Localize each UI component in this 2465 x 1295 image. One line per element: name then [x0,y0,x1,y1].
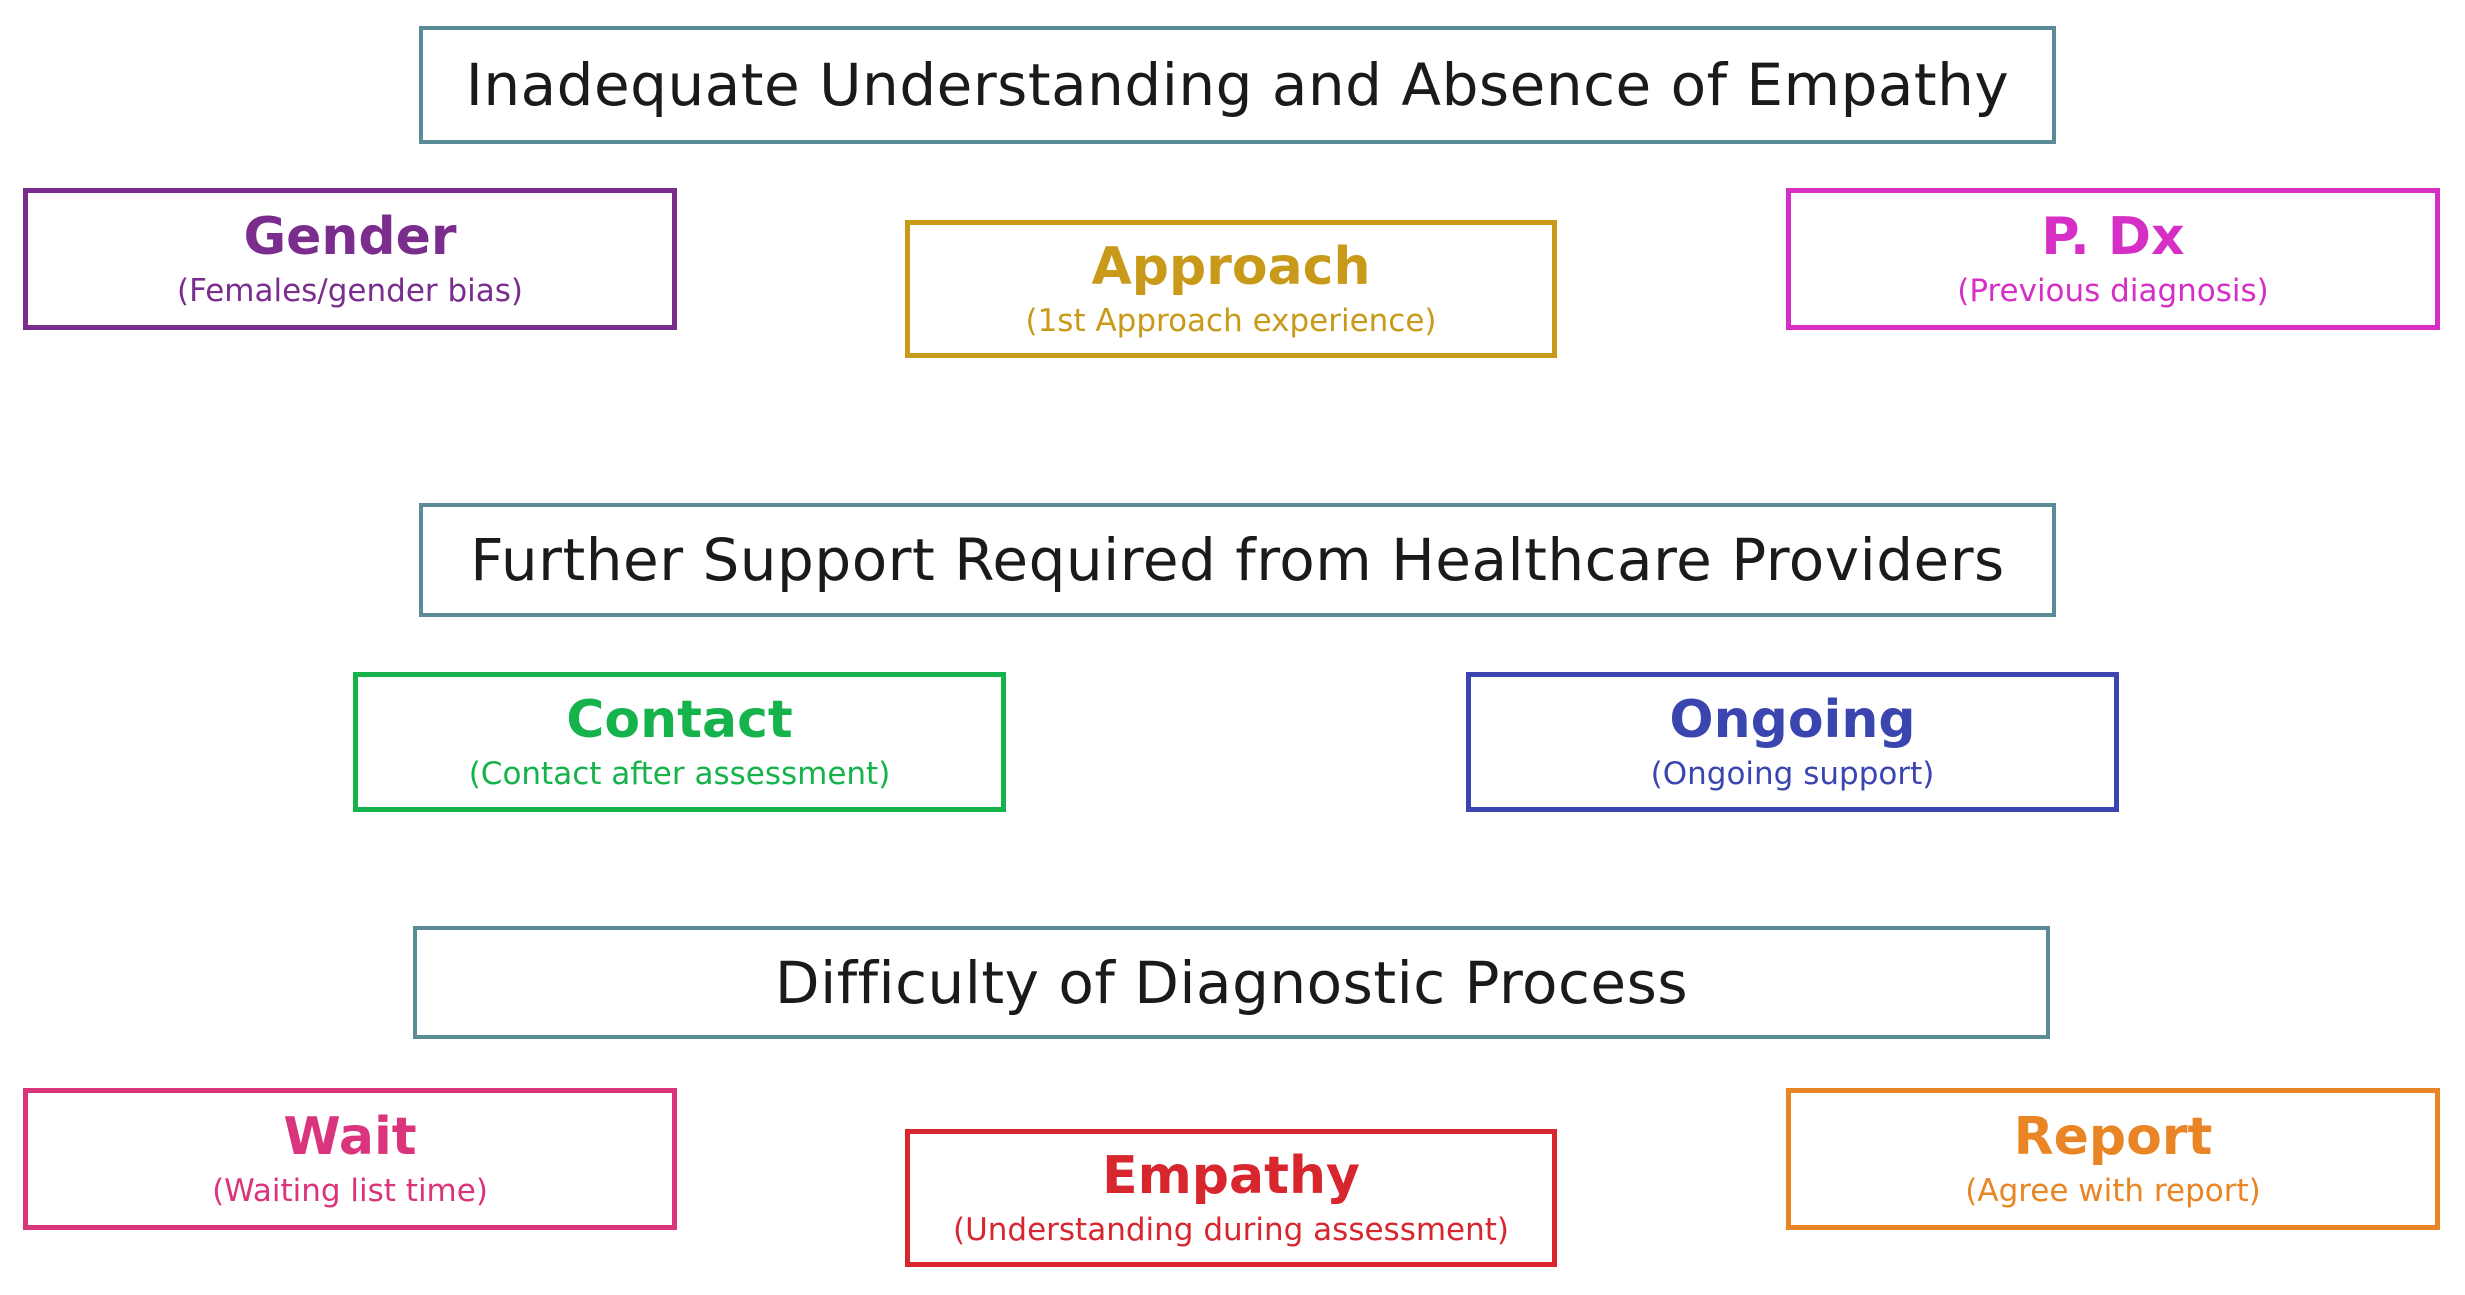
code-subtitle: (Females/gender bias) [176,273,524,309]
code-subtitle: (Agree with report) [1965,1173,2261,1209]
code-box-report: Report (Agree with report) [1786,1088,2440,1230]
code-box-approach: Approach (1st Approach experience) [905,220,1557,358]
theme-label: Further Support Required from Healthcare… [470,526,2005,594]
theme-box-further-support: Further Support Required from Healthcare… [419,503,2056,617]
code-subtitle: (1st Approach experience) [1025,303,1437,339]
code-title: Wait [283,1107,417,1167]
code-subtitle: (Understanding during assessment) [952,1212,1510,1248]
theme-box-understanding-empathy: Inadequate Understanding and Absence of … [419,26,2056,144]
code-box-gender: Gender (Females/gender bias) [23,188,677,330]
code-subtitle: (Previous diagnosis) [1957,273,2269,309]
code-box-previous-diagnosis: P. Dx (Previous diagnosis) [1786,188,2440,330]
code-title: Empathy [1102,1146,1360,1206]
code-title: Contact [566,690,793,750]
theme-box-diagnostic-process: Difficulty of Diagnostic Process [413,926,2050,1039]
code-title: Approach [1091,237,1371,297]
code-subtitle: (Ongoing support) [1650,756,1935,792]
code-box-contact: Contact (Contact after assessment) [353,672,1006,812]
code-title: Ongoing [1669,690,1916,750]
code-subtitle: (Waiting list time) [212,1173,488,1209]
theme-label: Inadequate Understanding and Absence of … [465,51,2010,119]
code-title: Gender [243,207,457,267]
code-title: Report [2013,1107,2213,1167]
code-box-empathy: Empathy (Understanding during assessment… [905,1129,1557,1267]
code-box-ongoing: Ongoing (Ongoing support) [1466,672,2119,812]
code-box-wait: Wait (Waiting list time) [23,1088,677,1230]
theme-label: Difficulty of Diagnostic Process [774,948,1689,1017]
code-subtitle: (Contact after assessment) [468,756,891,792]
code-title: P. Dx [2041,207,2185,267]
